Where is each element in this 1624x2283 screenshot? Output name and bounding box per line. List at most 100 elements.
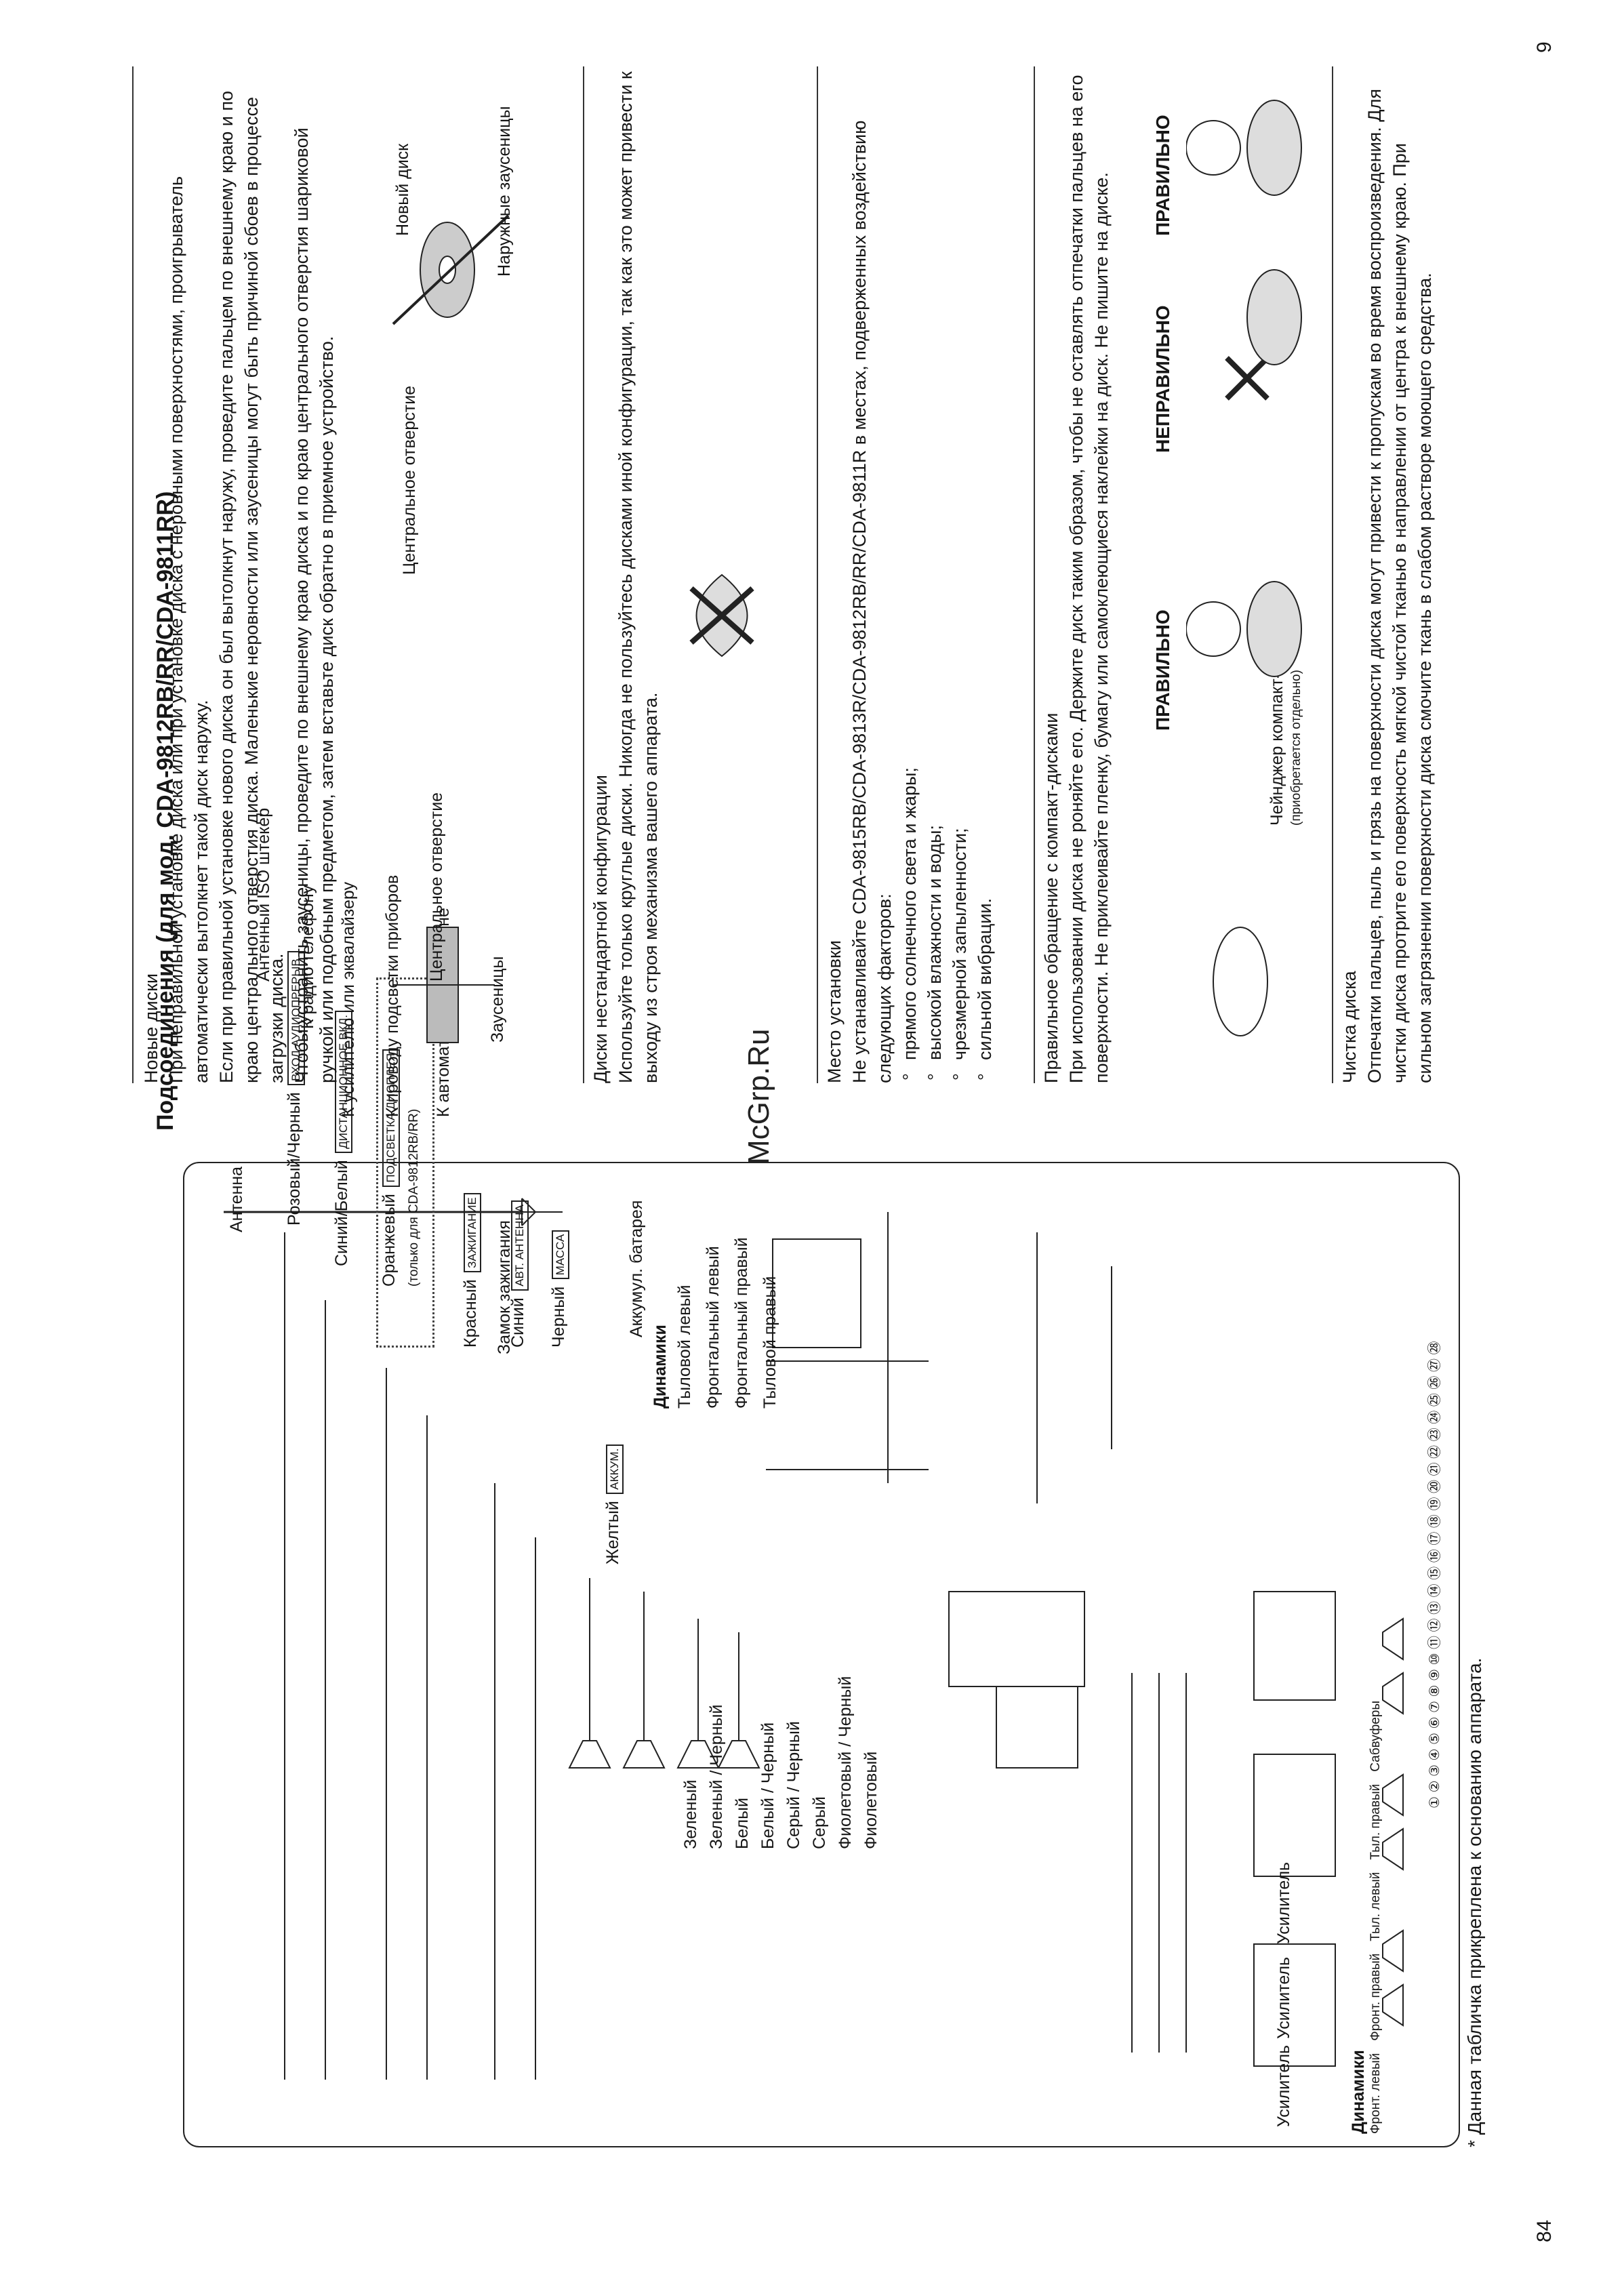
num: ⑬	[1427, 1600, 1442, 1615]
diagram-footnote: * Данная табличка прикреплена к основани…	[1464, 1657, 1485, 2147]
speakers-block: Динамики Тыловой левый Фронтальный левый…	[651, 1237, 784, 1409]
speakers-header: Динамики	[651, 1325, 670, 1409]
num: ⑭	[1427, 1583, 1442, 1598]
num: ⑲	[1427, 1497, 1442, 1511]
paragraph: Используйте только круглые диски. Никогд…	[615, 71, 661, 1083]
wire-row-7: Черный МАССА	[549, 1230, 569, 1348]
section-handling: Правильное обращение с компакт-дисками П…	[1039, 66, 1114, 1083]
num: ⑩	[1427, 1653, 1442, 1665]
factor-list: прямого солнечного света и жары; высокой…	[897, 66, 998, 1083]
speaker-wire: Фиолетовый / Черный	[836, 1676, 855, 1849]
num: ㉕	[1427, 1393, 1442, 1407]
label-new-disc: Новый диск	[393, 143, 412, 236]
spk-front-right: Фронт. правый	[1368, 1953, 1383, 2041]
head-unit	[948, 1591, 1085, 1687]
spk-rear-left: Тыл. левый	[1368, 1872, 1383, 1941]
list-item: высокой влажности и воды;	[922, 66, 948, 1083]
speaker-rear-right: Тыловой правый	[760, 1276, 779, 1409]
label-center-hole: Центральное отверстие	[427, 792, 446, 982]
list-item: сильной вибрации.	[973, 66, 998, 1083]
amp-label-3: Усилитель	[1274, 2044, 1293, 2127]
paragraph: Отпечатки пальцев, пыль и грязь на повер…	[1364, 89, 1435, 1083]
speaker-wire: Серый	[810, 1796, 829, 1849]
yellow-wire-badge: АККУМ.	[606, 1444, 624, 1494]
speaker-wire-list: Зеленый Зеленый / Черный Белый Белый / Ч…	[678, 1676, 884, 1849]
spk-rear-right: Тыл. правый	[1368, 1783, 1383, 1860]
num: ⑰	[1427, 1531, 1442, 1545]
speaker-rear-left: Тыловой левый	[675, 1285, 694, 1409]
page-number-left: 84	[1533, 2219, 1556, 2242]
yellow-wire: Желтый АККУМ.	[603, 1444, 624, 1564]
right-speakers-block: Динамики Фронт. левый Фронт. правый Тыл.…	[1349, 1701, 1383, 2134]
label-incorrect: НЕПРАВИЛЬНО	[1152, 305, 1173, 453]
speaker-wire: Зеленый / Черный	[707, 1704, 726, 1849]
irregular-disc-icon	[689, 573, 754, 658]
num: ⑫	[1427, 1618, 1442, 1632]
paragraph: При неправильной установке диска или при…	[166, 176, 211, 1083]
battery-box	[772, 1238, 861, 1348]
num: ③	[1427, 1764, 1442, 1777]
num: ㉒	[1427, 1444, 1442, 1459]
spk-subwoofers: Сабвуферы	[1368, 1701, 1383, 1772]
speaker-front-left: Фронтальный левый	[704, 1246, 723, 1409]
num: ⑤	[1427, 1733, 1442, 1745]
speaker-front-right: Фронтальный правый	[732, 1237, 751, 1409]
amp-label-2: Усилитель	[1274, 1956, 1293, 2039]
list-item: чрезмерной запыленности;	[948, 66, 973, 1083]
num: ②	[1427, 1780, 1442, 1793]
num: ㉘	[1427, 1341, 1442, 1355]
spk-front-left: Фронт. левый	[1368, 2053, 1383, 2134]
speaker-wire: Белый / Черный	[758, 1722, 777, 1849]
paragraph: При использовании диска не роняйте его. …	[1066, 75, 1112, 1083]
watermark: McGrp.Ru	[742, 1028, 775, 1165]
label-burrs: Заусеницы	[488, 956, 507, 1043]
num: ⑧	[1427, 1684, 1442, 1697]
section-install-location: Место установки Не устанавливайте CDA-98…	[822, 66, 998, 1083]
amp-3	[1253, 1591, 1336, 1701]
disc-handling-figure	[1186, 100, 1302, 1036]
connector-numbers: ① ② ③ ④ ⑤ ⑥ ⑦ ⑧ ⑨ ⑩ ⑪ ⑫ ⑬ ⑭ ⑮ ⑯ ⑰ ⑱ ⑲ ⑳ …	[1423, 1341, 1443, 1809]
num: ⑥	[1427, 1716, 1442, 1729]
speaker-wire: Серый / Черный	[784, 1721, 803, 1849]
num: ㉗	[1427, 1358, 1442, 1372]
speaker-wire: Зеленый	[681, 1779, 700, 1849]
rule	[1034, 66, 1035, 1083]
head-unit-label-plate	[996, 1686, 1078, 1769]
amp-1	[1253, 1943, 1336, 2067]
dest-amp-eq: К усилителю или эквалайзеру	[339, 882, 358, 1117]
section-title: Правильное обращение с компакт-дисками	[1041, 712, 1061, 1083]
label-outer-burrs: Наружные заусеницы	[495, 106, 514, 277]
wire-color: Синий/Белый	[332, 1160, 351, 1266]
wire-badge: МАССА	[552, 1230, 569, 1280]
num: ⑨	[1427, 1669, 1442, 1681]
label-correct-1: ПРАВИЛЬНО	[1152, 609, 1173, 731]
ignition-label: Замок зажигания	[495, 1220, 514, 1354]
disc-burr-figure	[392, 214, 510, 1043]
num: ㉔	[1427, 1410, 1442, 1424]
wire-color: Розовый/Черный	[285, 1092, 304, 1226]
rule	[1332, 66, 1333, 1083]
num: ①	[1427, 1796, 1442, 1809]
section-title: Диски нестандартной конфигурации	[590, 775, 611, 1083]
label-correct-2: ПРАВИЛЬНО	[1152, 115, 1173, 236]
amp-label-1: Усилитель	[1274, 1861, 1293, 1944]
battery-label: Аккумул. батарея	[627, 1200, 646, 1337]
num: ⑱	[1427, 1514, 1442, 1529]
num: ⑯	[1427, 1549, 1442, 1563]
wire-color: Красный	[461, 1279, 480, 1348]
yellow-wire-color: Желтый	[603, 1501, 622, 1564]
right-speakers-header: Динамики	[1349, 2050, 1368, 2134]
wiring-diagram-svg	[224, 1198, 1404, 2080]
antenna-label: Антенна	[227, 1166, 246, 1232]
rule	[817, 66, 818, 1083]
num: ⑮	[1427, 1566, 1442, 1580]
section-title: Новые диски	[141, 973, 161, 1083]
num: ⑦	[1427, 1701, 1442, 1713]
num: ㉖	[1427, 1375, 1442, 1390]
num: ㉓	[1427, 1428, 1442, 1442]
speaker-wire: Белый	[733, 1797, 752, 1849]
rule	[583, 66, 584, 1083]
label-center-hole-2: Центральное отверстие	[400, 385, 419, 575]
wire-row-5: Красный ЗАЖИГАНИЕ	[461, 1193, 481, 1348]
